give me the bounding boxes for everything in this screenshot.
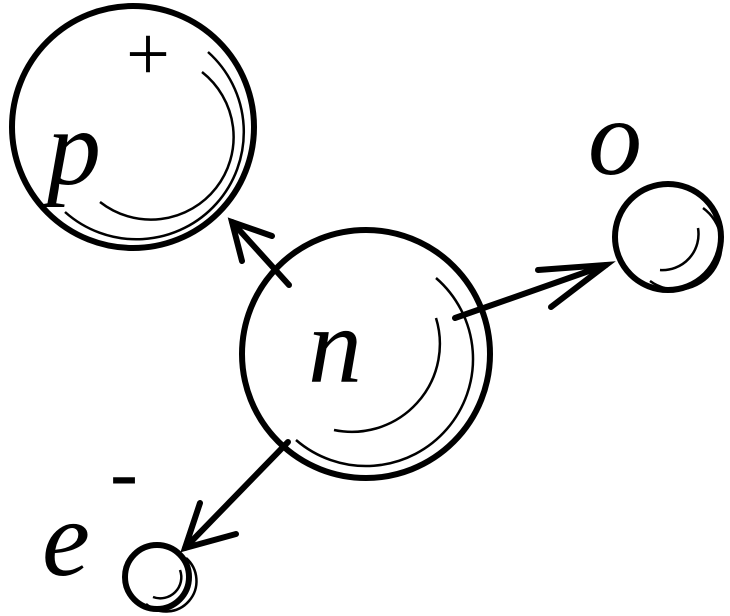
neutrino-symbol: o bbox=[588, 79, 642, 198]
arrow-to-electron bbox=[180, 439, 291, 553]
arrow-to-proton bbox=[227, 217, 292, 288]
neutrino-highlight-inner bbox=[659, 227, 700, 272]
neutron-highlight-inner bbox=[333, 317, 442, 434]
electron-charge: - bbox=[110, 426, 138, 519]
proton-particle: p + bbox=[9, 3, 257, 251]
neutrino-sphere bbox=[612, 181, 724, 293]
proton-highlight-inner bbox=[99, 71, 235, 221]
proton-sphere bbox=[9, 3, 257, 251]
arrow-to-neutrino-head bbox=[535, 261, 616, 310]
proton-highlight-outer bbox=[64, 51, 246, 241]
electron-sphere bbox=[122, 542, 192, 612]
neutron-highlight-outer bbox=[295, 277, 475, 468]
neutron-symbol: n bbox=[308, 287, 362, 406]
proton-symbol: p bbox=[40, 89, 101, 208]
arrow-to-neutrino bbox=[452, 261, 616, 321]
neutrino-highlight-outer bbox=[649, 206, 723, 291]
arrow-to-electron-head bbox=[180, 500, 239, 553]
electron-highlight-inner bbox=[152, 569, 183, 600]
arrow-to-proton-shaft bbox=[229, 219, 292, 288]
electron-symbol: e bbox=[42, 480, 90, 599]
arrow-to-proton-head bbox=[227, 217, 275, 264]
neutron-sphere bbox=[239, 227, 493, 481]
electron-particle: e - bbox=[42, 426, 198, 613]
arrow-to-electron-shaft bbox=[182, 439, 291, 551]
neutrino-particle: o bbox=[588, 79, 724, 293]
neutron-particle: n bbox=[239, 227, 493, 481]
proton-charge: + bbox=[126, 10, 170, 97]
arrow-to-neutrino-shaft bbox=[452, 262, 609, 321]
electron-highlight-outer bbox=[145, 557, 198, 613]
